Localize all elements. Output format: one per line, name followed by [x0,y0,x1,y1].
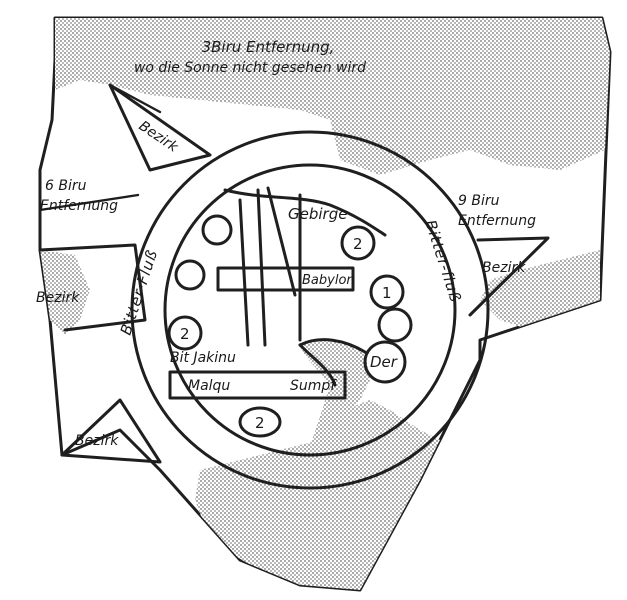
city-circle-2a [340,225,376,261]
label-mountains: Gebirge [288,205,347,223]
city-circle-der [363,340,407,384]
city-circle-1 [369,274,405,310]
city-circle-2b [167,315,203,351]
bitter-river-inner [163,163,457,457]
malqu-sumpf-band [168,370,347,400]
label-swamp: Sumpf [290,378,337,394]
label-bezirk-bottom: Bezirk [75,433,119,449]
note-right-line1: 9 Biru [458,193,500,209]
region-left-div [38,193,140,212]
label-bezirk-right: Bezirk [482,260,526,276]
number-label: 2 [180,325,190,343]
label-babylon: Babylon [302,273,355,288]
babylon-box [216,266,355,292]
bitter-river-outer [130,130,490,490]
label-der: Der [370,353,398,371]
label-bezirk-left: Bezirk [36,290,80,306]
sea-top [55,18,610,175]
mountains-arc [223,188,387,237]
label-bitter-river-right: Bitter-fluß [421,218,465,305]
sea-right [480,250,600,330]
number-label: 1 [382,284,392,302]
note-far-top-line1: 3Biru Entfernung, [202,38,335,56]
sea-left [40,250,90,335]
label-bezirk-top: Bezirk [136,118,182,156]
sea-bottom [195,400,440,590]
note-left-line1: 6 Biru [45,178,87,194]
city-circle-2c [238,406,282,438]
number-label: 2 [255,414,265,432]
region-right [468,236,550,317]
number-label: 2 [353,235,363,253]
label-bit-jakinu: Bit Jakinu [170,350,236,366]
region-bottom-left [60,398,162,464]
region-top-left [108,83,212,172]
region-left [38,243,147,332]
city-circle [174,259,206,291]
region-top-left-line [108,83,162,114]
label-malqu: Malqu [188,378,230,394]
note-left-line2: Entfernung [40,198,118,214]
city-circle [201,214,233,246]
label-bitter-river-left: Bitter-Fluß [117,247,162,337]
swamp-inlet [300,339,370,460]
city-circle [377,307,413,343]
note-right-line2: Entfernung [458,213,536,229]
inner-land [167,186,413,438]
note-far-top-line2: wo die Sonne nicht gesehen wird [134,60,366,76]
